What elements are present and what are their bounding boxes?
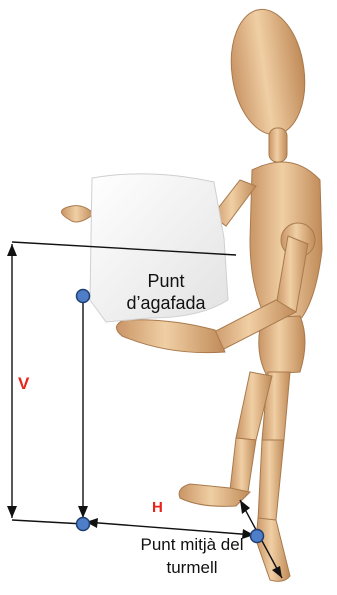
mannequin-shin-left <box>258 440 284 520</box>
grip-point-dot <box>77 290 90 303</box>
mannequin-foot-front <box>256 518 290 581</box>
mannequin-front-hand <box>116 320 225 353</box>
grip-drop-arrow <box>78 506 88 518</box>
vertical-arrow-bottom <box>7 506 17 518</box>
floor-point-dot <box>77 518 90 531</box>
mannequin-neck <box>269 128 287 162</box>
mannequin-head <box>224 5 313 140</box>
grip-point-label: Punt d’agafada <box>108 270 224 314</box>
ankle-midpoint-label: Punt mitjà del turmell <box>130 533 254 579</box>
vertical-distance-label: V <box>18 374 29 394</box>
vertical-arrow-top <box>7 244 17 256</box>
mannequin-back-hand <box>61 206 94 222</box>
ankle-arrow-top <box>240 500 250 514</box>
mannequin-shin-right <box>230 438 256 492</box>
floor-reference-line <box>12 520 84 524</box>
horizontal-distance-label: H <box>152 499 163 516</box>
